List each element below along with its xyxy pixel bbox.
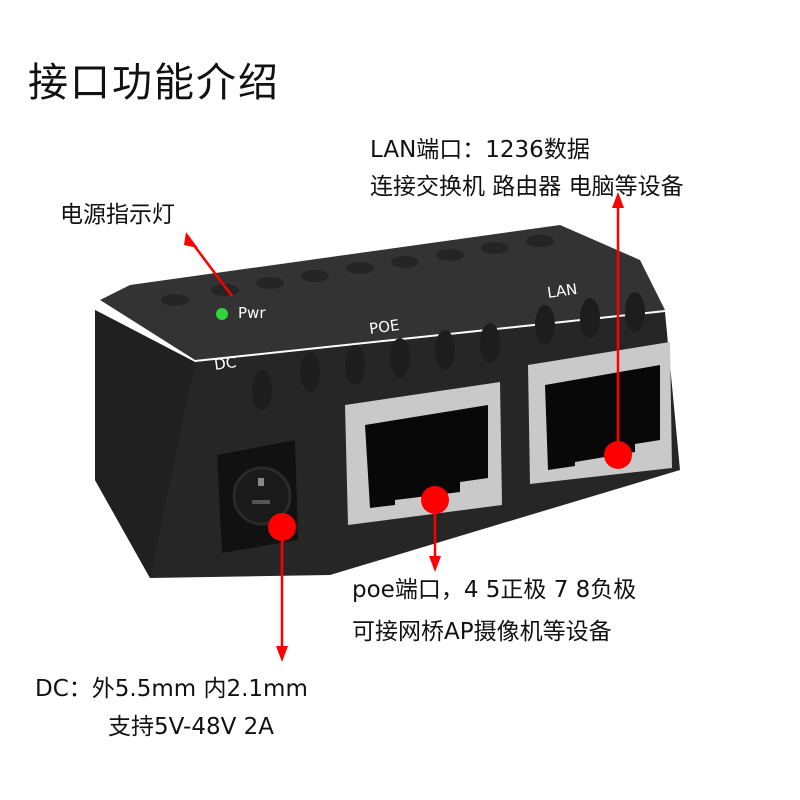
lan-callout-line2: 连接交换机 路由器 电脑等设备 bbox=[370, 174, 684, 200]
dc-callout-line2: 支持5V-48V 2A bbox=[108, 714, 274, 740]
svg-text:POE: POE bbox=[368, 316, 401, 338]
dc-callout-line1: DC：外5.5mm 内2.1mm bbox=[35, 676, 308, 702]
poe-callout-line1: poe端口，4 5正极 7 8负极 bbox=[352, 577, 637, 603]
power-led-label: 电源指示灯 bbox=[60, 202, 175, 228]
svg-text:Pwr: Pwr bbox=[238, 304, 266, 322]
svg-text:LAN: LAN bbox=[546, 280, 578, 302]
svg-text:DC: DC bbox=[213, 353, 237, 374]
power-led-icon bbox=[216, 308, 228, 320]
lan-callout-line1: LAN端口：1236数据 bbox=[370, 137, 590, 163]
page-title: 接口功能介绍 bbox=[28, 60, 280, 106]
poe-callout-line2: 可接网桥AP摄像机等设备 bbox=[352, 619, 612, 645]
